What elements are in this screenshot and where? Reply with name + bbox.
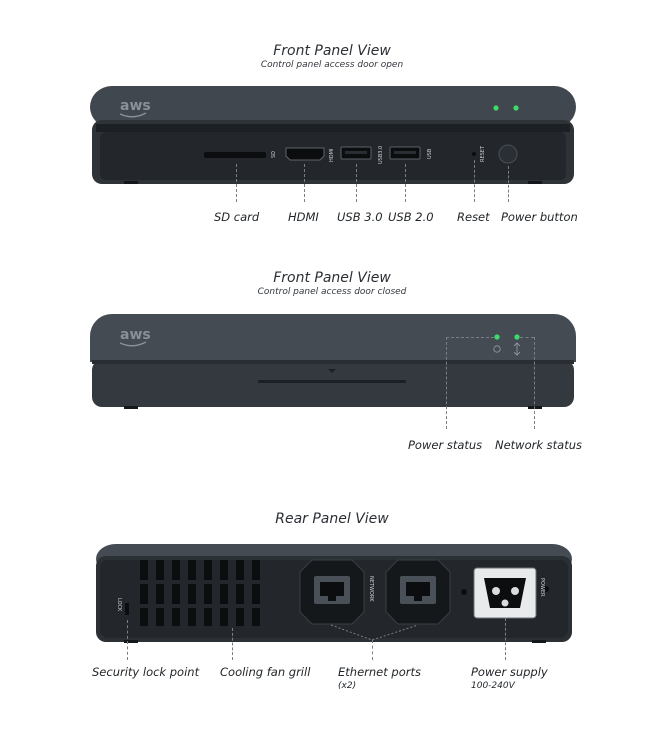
lock-vertical-marking: LOCK <box>116 598 122 612</box>
label-voltage: 100-240V <box>471 681 515 691</box>
front-open-subtitle: Control panel access door open <box>260 60 404 70</box>
network-symbol-icon <box>513 342 521 356</box>
callout-power-supply <box>505 618 506 660</box>
callout-fan <box>232 628 233 660</box>
device-front-open: aws <box>90 86 576 184</box>
reset-hole <box>472 152 476 156</box>
power-led-icon <box>493 105 499 111</box>
callout-reset <box>474 160 475 202</box>
rear-title: Rear Panel View <box>275 511 389 527</box>
network-led-icon <box>513 105 519 111</box>
callout-power-status-v <box>446 337 447 429</box>
device-front-closed: aws <box>90 314 576 409</box>
ethernet-port-2 <box>385 559 451 625</box>
label-hdmi: HDMI <box>288 210 319 224</box>
sd-slot <box>204 152 266 158</box>
label-ethernet-count: (x2) <box>338 681 357 691</box>
label-power-button: Power button <box>501 210 578 224</box>
label-ethernet: Ethernet ports <box>338 665 421 679</box>
label-usb3: USB 3.0 <box>337 210 383 224</box>
aws-logo: aws <box>120 98 151 114</box>
label-cooling-fan: Cooling fan grill <box>220 665 311 679</box>
callout-power-button <box>508 166 509 202</box>
usb3-vertical-marking: USB3.0 <box>378 146 384 164</box>
callout-ethernet <box>372 640 373 660</box>
label-usb2: USB 2.0 <box>388 210 434 224</box>
door-latch-icon <box>328 369 336 373</box>
callout-network-status-h <box>520 337 534 338</box>
label-power-supply: Power supply <box>471 665 548 679</box>
power-symbol-icon <box>493 345 501 353</box>
callout-lock <box>127 620 128 660</box>
usb-vertical-marking: USB <box>427 148 433 159</box>
ethernet-port-1 <box>299 559 365 625</box>
power-vertical-marking: POWER <box>539 578 545 597</box>
network-vertical-marking: NETWORK <box>368 576 374 602</box>
power-status-led-icon <box>494 334 500 340</box>
front-open-title: Front Panel View <box>273 43 391 59</box>
callout-usb3 <box>356 164 357 202</box>
reset-vertical-marking: RESET <box>480 145 486 162</box>
label-reset: Reset <box>457 210 490 224</box>
cooling-fan-grill <box>140 560 260 626</box>
label-power-status: Power status <box>408 438 483 452</box>
device-rear <box>96 544 572 643</box>
power-supply-socket <box>473 567 537 619</box>
callout-power-status-h <box>446 337 494 338</box>
callout-network-status-v <box>534 337 535 429</box>
hdmi-port <box>285 147 325 161</box>
door-slot <box>258 380 406 383</box>
label-sd-card: SD card <box>214 210 260 224</box>
hdmi-vertical-marking: HDMI <box>329 149 335 162</box>
security-lock-slot <box>125 603 129 615</box>
front-closed-subtitle: Control panel access door closed <box>257 287 407 297</box>
callout-hdmi <box>304 164 305 202</box>
power-button-icon <box>498 144 518 164</box>
sd-vertical-marking: SD <box>271 151 277 158</box>
callout-sd <box>236 164 237 202</box>
aws-logo-2: aws <box>120 327 151 343</box>
label-network-status: Network status <box>495 438 583 452</box>
label-security-lock: Security lock point <box>92 665 200 679</box>
callout-usb2 <box>405 164 406 202</box>
front-closed-title: Front Panel View <box>273 270 391 286</box>
network-status-led-icon <box>514 334 520 340</box>
